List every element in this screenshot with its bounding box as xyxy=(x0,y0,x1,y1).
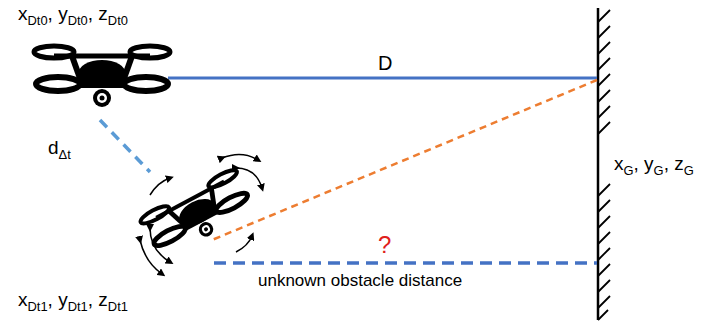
drone-icon xyxy=(138,167,257,261)
label-text: x xyxy=(614,153,624,174)
drone-icon xyxy=(34,46,170,107)
label-text: ? xyxy=(378,231,391,258)
sight-line xyxy=(212,80,597,240)
unknown-mark: ? xyxy=(378,232,391,258)
subscript-text: Dt0 xyxy=(108,13,128,28)
subscript-text: Dt1 xyxy=(68,299,88,314)
subscript-text: G xyxy=(624,163,634,178)
subscript-text: G xyxy=(684,163,694,178)
distance-label: D xyxy=(378,52,392,74)
subscript-text: Dt0 xyxy=(68,13,88,28)
label-text: , z xyxy=(88,3,108,24)
note-label: unknown obstacle distance xyxy=(258,272,462,291)
label-text: , y xyxy=(48,289,68,310)
label-text: D xyxy=(378,52,392,74)
coordinate-label: xDt0, yDt0, zDt0 xyxy=(18,4,128,28)
subscript-text: Dt1 xyxy=(108,299,128,314)
subscript-text: Δt xyxy=(59,147,71,162)
label-text: , y xyxy=(634,153,654,174)
displacement-line xyxy=(100,120,150,172)
subscript-text: G xyxy=(654,163,664,178)
displacement-label: dΔt xyxy=(48,138,71,162)
label-text: unknown obstacle distance xyxy=(258,271,462,290)
distance-line xyxy=(168,77,597,80)
label-text: d xyxy=(48,137,59,158)
wall-hatch xyxy=(598,10,610,320)
rotation-arrows xyxy=(140,154,262,274)
unknown-distance-line xyxy=(214,261,597,265)
label-text: x xyxy=(18,3,28,24)
coordinate-label: xDt1, yDt1, zDt1 xyxy=(18,290,128,314)
label-text: , z xyxy=(664,153,684,174)
subscript-text: Dt0 xyxy=(28,13,48,28)
label-text: , y xyxy=(48,3,68,24)
wall-line xyxy=(597,8,600,320)
label-text: , z xyxy=(88,289,108,310)
label-text: x xyxy=(18,289,28,310)
coordinate-label: xG, yG, zG xyxy=(614,154,694,178)
subscript-text: Dt1 xyxy=(28,299,48,314)
